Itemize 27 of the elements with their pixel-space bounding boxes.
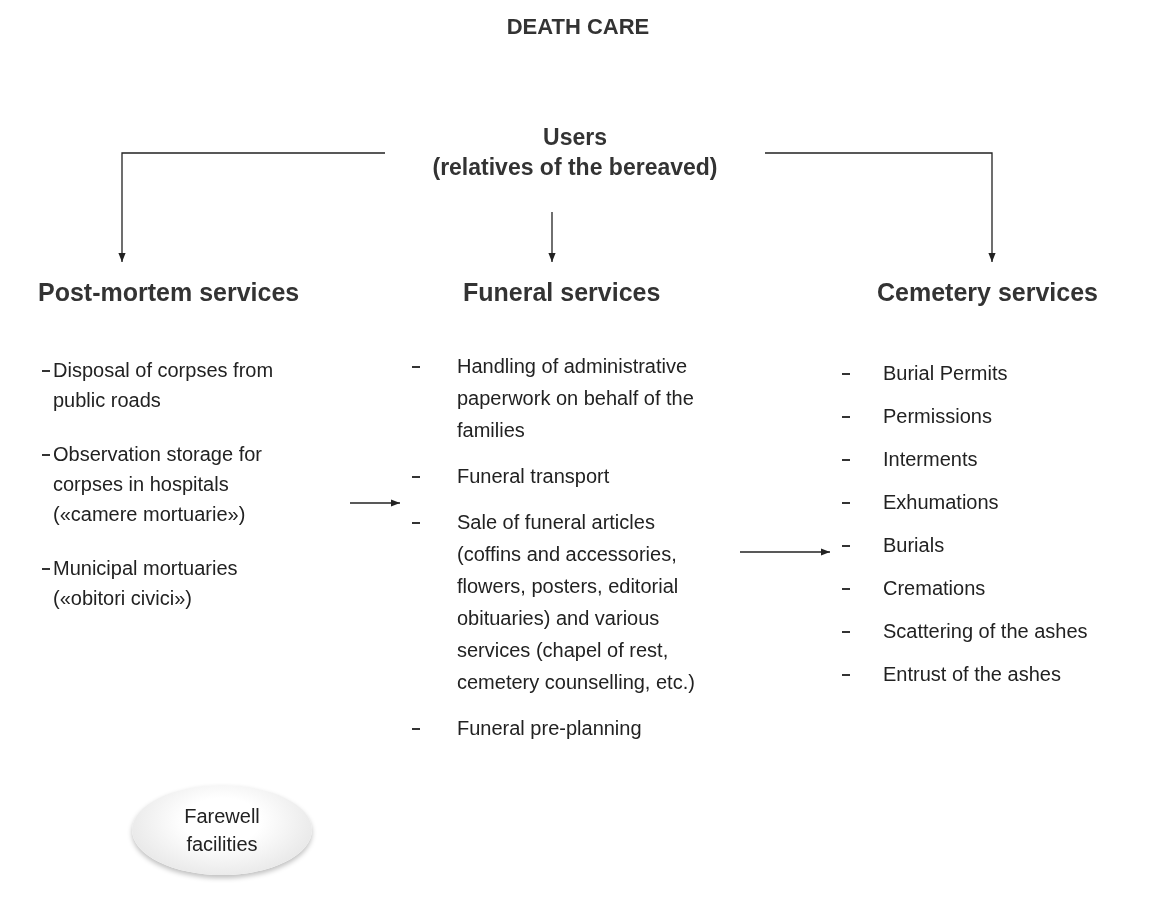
service-item: Municipal mortuaries («obitori civici») <box>53 556 239 611</box>
service-item: Burial Permits <box>883 361 1009 386</box>
column-heading: Post-mortem services <box>38 278 300 307</box>
arrow <box>548 211 556 263</box>
service-item: Cremations <box>883 576 987 601</box>
node-label: Farewell facilities <box>183 804 261 857</box>
column-heading: Cemetery services <box>877 278 1098 307</box>
service-item: Funeral pre-planning <box>457 716 643 741</box>
arrow <box>739 548 831 556</box>
arrow <box>764 152 996 263</box>
service-item: Permissions <box>883 404 993 429</box>
arrow <box>118 152 386 263</box>
column-heading: Funeral services <box>463 278 661 307</box>
service-item: Observation storage for corpses in hospitals («camere mortuarie») <box>53 442 263 527</box>
service-item: Exhumations <box>883 490 1000 515</box>
service-item: Handling of administrative paperwork on behalf of the families <box>457 354 695 443</box>
service-item: Sale of funeral articles (coffins and accessories, flowers, posters, editorial obituaries) and various services (chapel of rest, cemetery counselling, etc.) <box>457 510 696 695</box>
service-item: Entrust of the ashes <box>883 662 1062 687</box>
service-item: Scattering of the ashes <box>883 619 1089 644</box>
service-item: Funeral transport <box>457 464 611 489</box>
node-label: Users <box>542 123 608 152</box>
node-label: (relatives of the bereaved) <box>431 153 719 182</box>
service-item: Disposal of corpses from public roads <box>53 358 275 413</box>
diagram-title: DEATH CARE <box>505 14 651 40</box>
service-item: Interments <box>883 447 979 472</box>
arrow <box>349 499 401 507</box>
service-item: Burials <box>883 533 946 558</box>
